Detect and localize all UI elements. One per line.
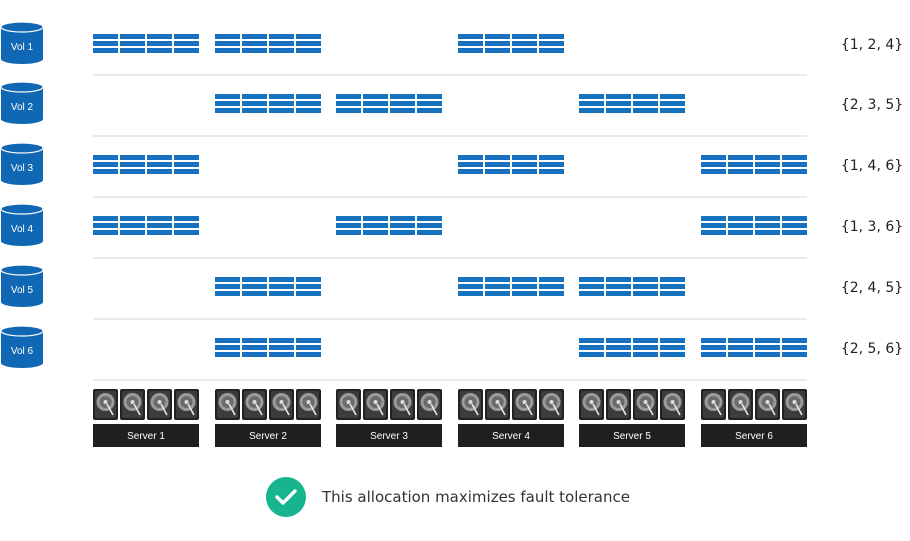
hard-drive-icon	[174, 389, 199, 420]
server-label: Server 4	[492, 431, 530, 442]
server-label: Server 6	[735, 431, 773, 442]
slab-block	[215, 94, 321, 113]
volume-set-label: {2, 4, 5}	[841, 280, 903, 296]
hard-drive-icon	[93, 389, 118, 420]
volume-label: Vol 6	[11, 346, 34, 357]
slab-block	[93, 216, 199, 235]
volume-label: Vol 5	[11, 285, 34, 296]
volume-icon	[0, 264, 44, 307]
slab-block	[458, 34, 564, 53]
slab-block	[458, 277, 564, 296]
server-bar	[215, 424, 321, 447]
hard-drive-icon	[215, 389, 240, 420]
hard-drive-icon	[755, 389, 780, 420]
volume-set-label: {1, 2, 4}	[841, 37, 903, 53]
volume-set-label: {2, 3, 5}	[841, 97, 903, 113]
slab-block	[579, 338, 685, 357]
hard-drive-icon	[417, 389, 442, 420]
volume-icon	[0, 325, 44, 368]
volume-label: Vol 2	[11, 102, 34, 113]
volume-set-label: {1, 3, 6}	[841, 219, 903, 235]
server-bar	[579, 424, 685, 447]
server-label: Server 1	[127, 431, 165, 442]
hard-drive-icon	[660, 389, 685, 420]
hard-drive-icon	[539, 389, 564, 420]
slab-block	[215, 34, 321, 53]
slab-block	[579, 94, 685, 113]
hard-drive-icon	[147, 389, 172, 420]
hard-drive-icon	[512, 389, 537, 420]
volume-label: Vol 4	[11, 224, 34, 235]
slab-block	[701, 155, 807, 174]
slab-block	[93, 34, 199, 53]
hard-drive-icon	[782, 389, 807, 420]
server-bar	[458, 424, 564, 447]
volume-icon	[0, 81, 44, 124]
slab-block	[701, 338, 807, 357]
hard-drive-icon	[363, 389, 388, 420]
slab-block	[215, 277, 321, 296]
hard-drive-icon	[242, 389, 267, 420]
hard-drive-icon	[336, 389, 361, 420]
slab-block	[336, 216, 442, 235]
footer: This allocation maximizes fault toleranc…	[266, 477, 630, 517]
slab-block	[93, 155, 199, 174]
server-label: Server 3	[370, 431, 408, 442]
server-bar	[336, 424, 442, 447]
server-bar	[93, 424, 199, 447]
hard-drive-icon	[579, 389, 604, 420]
hard-drive-icon	[296, 389, 321, 420]
volume-icon	[0, 203, 44, 246]
check-circle-icon	[266, 477, 306, 517]
slab-block	[701, 216, 807, 235]
server-bar	[701, 424, 807, 447]
hard-drive-icon	[390, 389, 415, 420]
volume-icon	[0, 142, 44, 185]
hard-drive-icon	[728, 389, 753, 420]
volume-set-label: {1, 4, 6}	[841, 158, 903, 174]
volume-label: Vol 1	[11, 42, 34, 53]
slab-block	[579, 277, 685, 296]
hard-drive-icon	[269, 389, 294, 420]
hard-drive-icon	[485, 389, 510, 420]
hard-drive-icon	[701, 389, 726, 420]
slab-block	[336, 94, 442, 113]
volume-set-label: {2, 5, 6}	[841, 341, 903, 357]
footer-text: This allocation maximizes fault toleranc…	[322, 488, 630, 506]
hard-drive-icon	[633, 389, 658, 420]
volume-icon	[0, 21, 44, 64]
volume-label: Vol 3	[11, 163, 34, 174]
hard-drive-icon	[120, 389, 145, 420]
hard-drive-icon	[606, 389, 631, 420]
server-label: Server 5	[613, 431, 651, 442]
slab-block	[215, 338, 321, 357]
hard-drive-icon	[458, 389, 483, 420]
server-label: Server 2	[249, 431, 287, 442]
slab-block	[458, 155, 564, 174]
